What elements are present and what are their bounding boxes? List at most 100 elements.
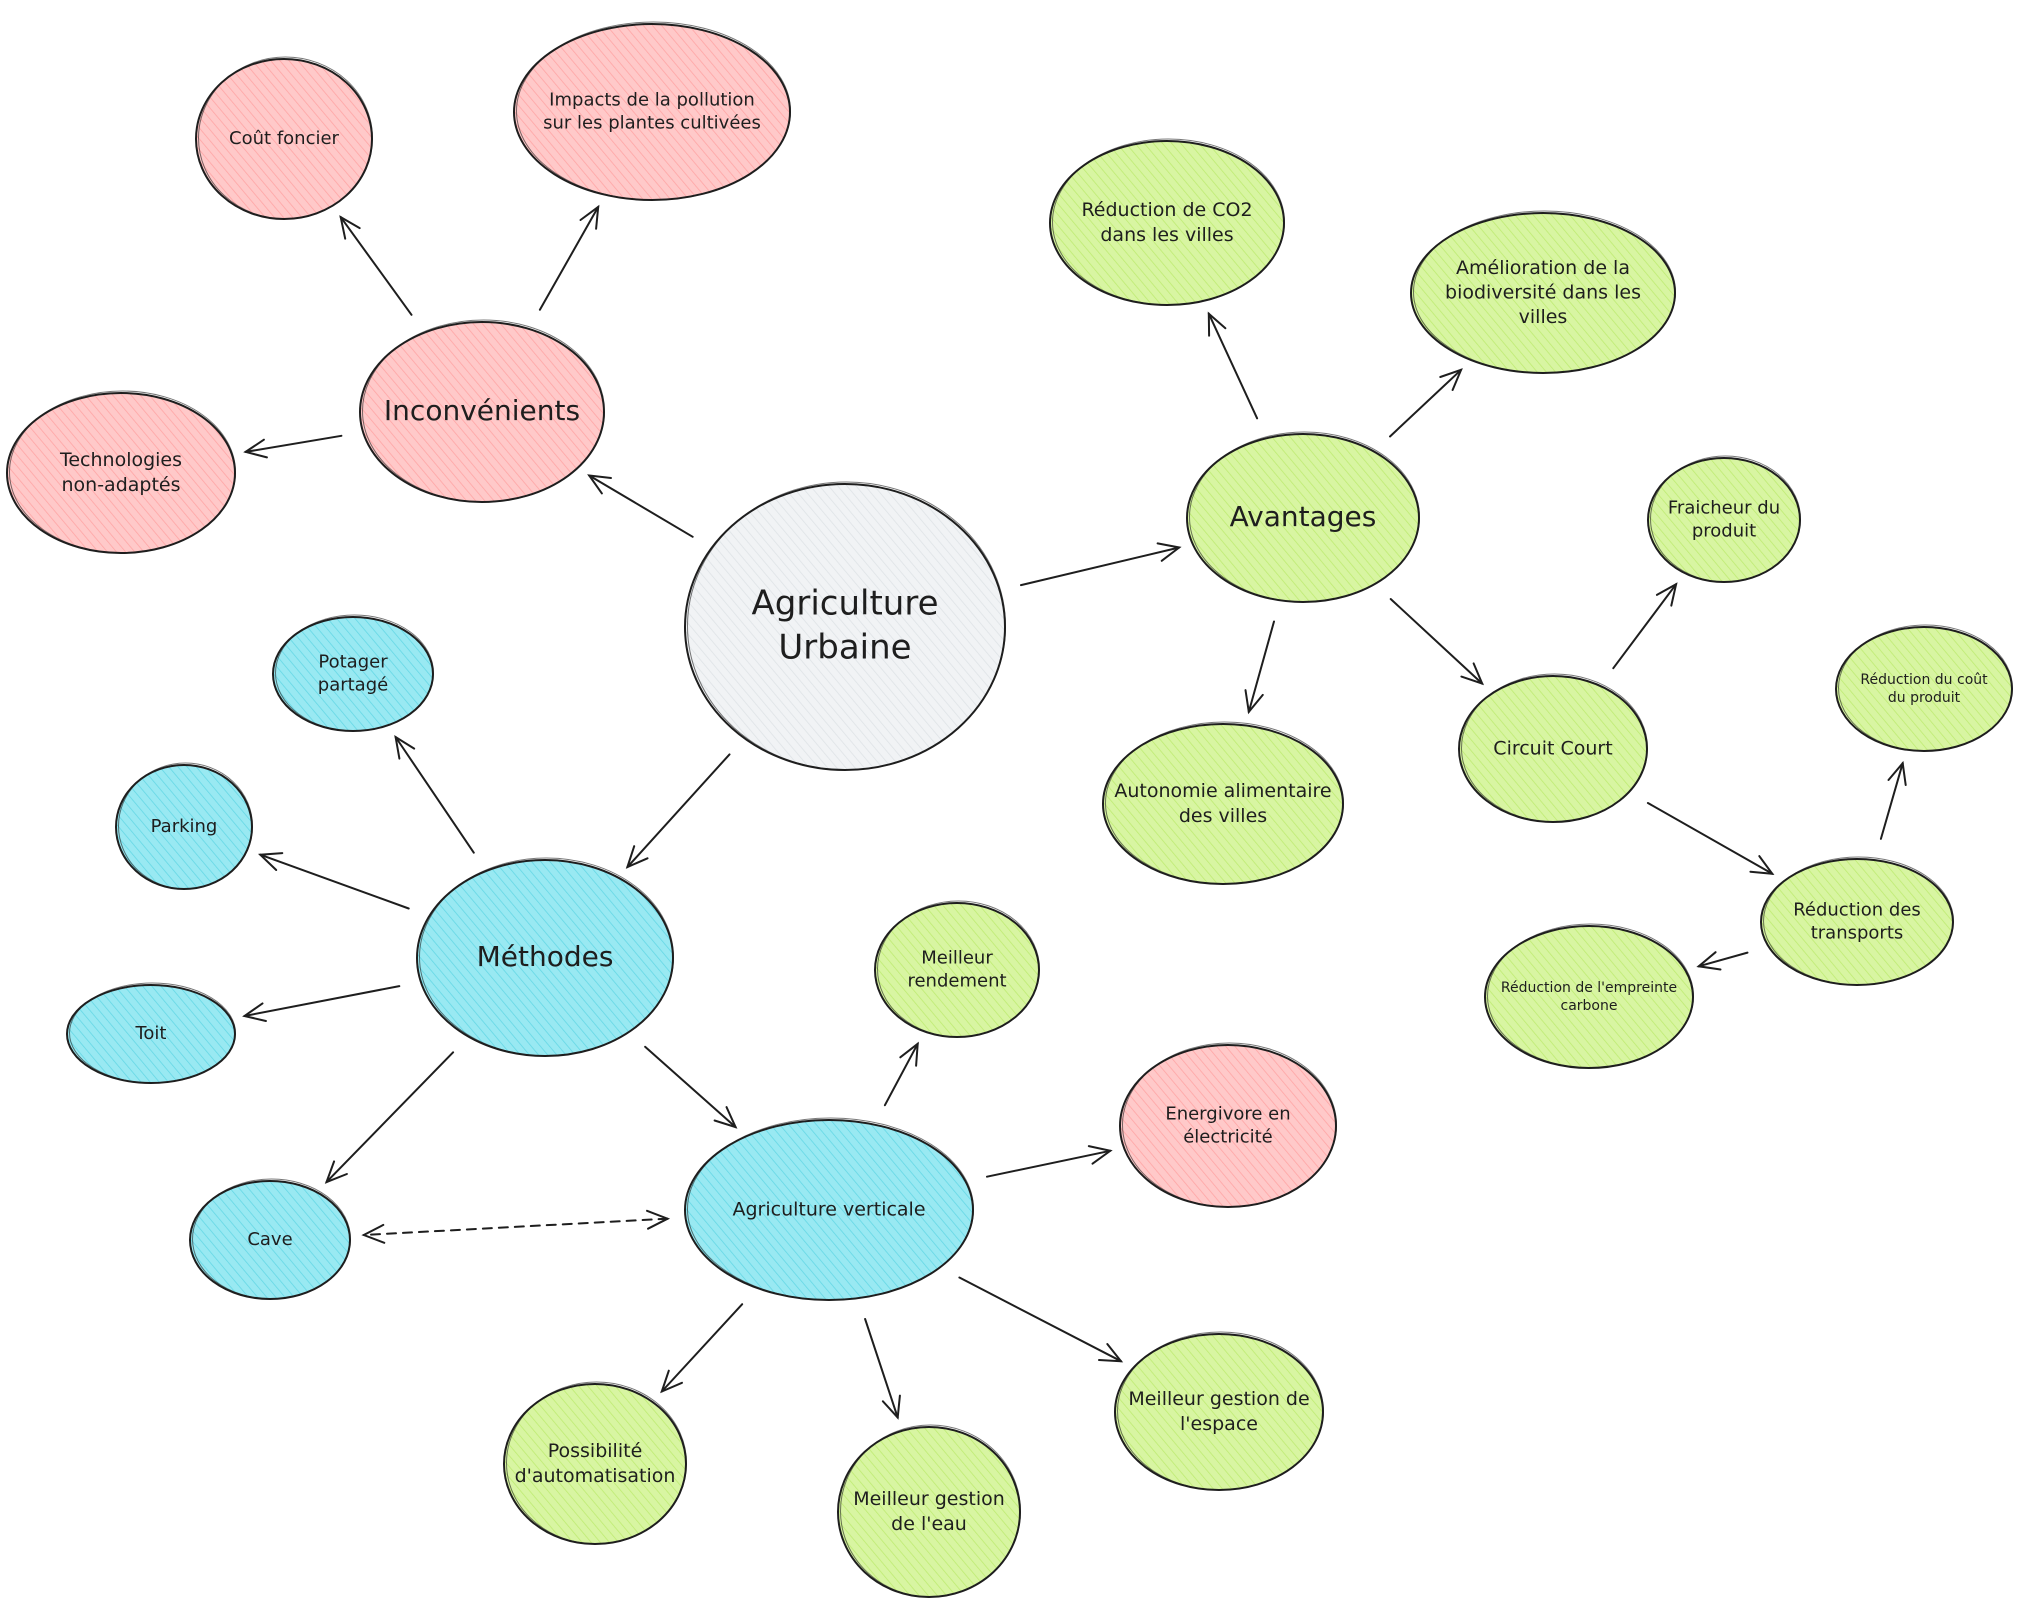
node-label: dans les villes xyxy=(1100,224,1233,246)
edge-reduction-transports-to-reduction-empreinte-carbone xyxy=(1696,951,1749,971)
arrowhead xyxy=(881,1394,901,1420)
node-label: l'espace xyxy=(1180,1413,1258,1435)
edge-agriculture-verticale-to-meilleur-gestion-eau xyxy=(864,1318,901,1420)
node-label: biodiversité dans les xyxy=(1445,282,1641,304)
edge-agriculture-verticale-to-possibilite-automatisation xyxy=(660,1303,744,1394)
edge-circuit-court-to-reduction-transports xyxy=(1646,802,1775,876)
node-label: transports xyxy=(1811,923,1904,944)
node-label: de l'eau xyxy=(891,1513,967,1535)
arrowhead xyxy=(587,474,612,495)
arrowhead xyxy=(394,734,416,760)
node-inconvenients[interactable]: Inconvénients xyxy=(359,319,605,503)
node-meilleur-gestion-eau[interactable]: Meilleur gestion de l'eau xyxy=(837,1424,1021,1598)
edge-agriculture-urbaine-to-avantages xyxy=(1020,542,1182,587)
node-label: partagé xyxy=(318,675,388,696)
node-outline xyxy=(192,1178,351,1300)
arrowhead xyxy=(660,1369,683,1394)
node-cave[interactable]: Cave xyxy=(189,1178,351,1300)
node-cout-foncier[interactable]: Coût foncier xyxy=(195,56,373,220)
node-label: produit xyxy=(1692,521,1756,542)
edge-line xyxy=(1697,951,1749,968)
edge-circuit-court-to-fraicheur-produit xyxy=(1612,582,1678,670)
node-label: Avantages xyxy=(1230,500,1377,533)
node-label: Circuit Court xyxy=(1493,738,1612,760)
edge-agriculture-urbaine-to-inconvenients xyxy=(587,474,694,538)
arrowhead xyxy=(324,1160,348,1184)
node-fraicheur-produit[interactable]: Fraicheur du produit xyxy=(1647,455,1801,583)
edge-line xyxy=(243,985,401,1017)
node-label: Fraicheur du xyxy=(1668,497,1780,518)
arrowhead xyxy=(1098,1343,1124,1363)
node-outline xyxy=(118,762,253,890)
arrowhead xyxy=(257,852,284,871)
arrowhead xyxy=(1460,662,1484,686)
node-label: Possibilité xyxy=(548,1440,643,1462)
arrowhead xyxy=(646,1209,671,1230)
node-parking[interactable]: Parking xyxy=(115,762,253,890)
node-label: Technologies xyxy=(59,449,182,471)
arrowhead xyxy=(243,438,268,459)
edge-avantages-to-amelioration-biodiversite xyxy=(1389,368,1463,438)
arrowhead xyxy=(1749,855,1775,876)
edge-agriculture-verticale-to-cave xyxy=(361,1209,671,1244)
edge-line xyxy=(259,853,410,910)
edge-methodes-to-agriculture-verticale xyxy=(644,1045,738,1129)
arrowhead xyxy=(1655,582,1678,607)
node-outline xyxy=(69,982,236,1084)
node-label: non-adaptés xyxy=(61,474,180,496)
node-meilleur-rendement[interactable]: Meilleur rendement xyxy=(874,900,1040,1038)
node-technologies-non-adaptes[interactable]: Technologies non-adaptés xyxy=(6,390,236,554)
node-outline xyxy=(419,857,674,1057)
edge-line xyxy=(588,474,694,538)
node-outline xyxy=(506,1381,687,1545)
arrowhead xyxy=(899,1041,919,1067)
edge-line xyxy=(986,1149,1112,1178)
edge-inconvenients-to-impacts-pollution xyxy=(538,204,600,311)
edge-line xyxy=(1207,312,1259,420)
edge-line xyxy=(1020,546,1181,587)
edge-agriculture-verticale-to-energivore-electricite xyxy=(986,1145,1113,1178)
node-meilleur-gestion-espace[interactable]: Meilleur gestion del'espace xyxy=(1114,1331,1324,1491)
node-label: Coût foncier xyxy=(229,128,339,149)
edge-methodes-to-toit xyxy=(242,985,401,1022)
node-toit[interactable]: Toit xyxy=(66,982,236,1084)
arrowhead xyxy=(1244,689,1264,715)
node-label: Meilleur xyxy=(921,947,993,968)
node-label: Réduction du coût xyxy=(1860,672,1988,688)
node-label: Agriculture verticale xyxy=(732,1199,925,1221)
node-label: Meilleur gestion xyxy=(853,1488,1005,1510)
node-label: Parking xyxy=(151,816,218,837)
arrowhead xyxy=(1696,951,1722,971)
node-label: rendement xyxy=(907,971,1006,992)
node-agriculture-verticale[interactable]: Agriculture verticale xyxy=(684,1117,974,1301)
arrowhead xyxy=(1087,1145,1113,1165)
arrowhead xyxy=(242,1002,267,1022)
edge-line xyxy=(1879,762,1904,840)
node-ellipse xyxy=(1835,626,2013,752)
node-methodes[interactable]: Méthodes xyxy=(416,857,674,1057)
node-label: Cave xyxy=(247,1229,292,1250)
arrowhead xyxy=(1156,542,1182,562)
node-outline xyxy=(198,56,373,220)
node-circuit-court[interactable]: Circuit Court xyxy=(1458,673,1648,823)
node-outline xyxy=(840,1424,1021,1598)
node-avantages[interactable]: Avantages xyxy=(1186,431,1420,603)
edge-line xyxy=(626,753,731,869)
node-label: Toit xyxy=(134,1023,166,1044)
node-outline xyxy=(1413,210,1676,374)
node-label: Urbaine xyxy=(778,628,911,668)
edge-methodes-to-cave xyxy=(324,1051,455,1184)
node-outline xyxy=(877,900,1040,1038)
